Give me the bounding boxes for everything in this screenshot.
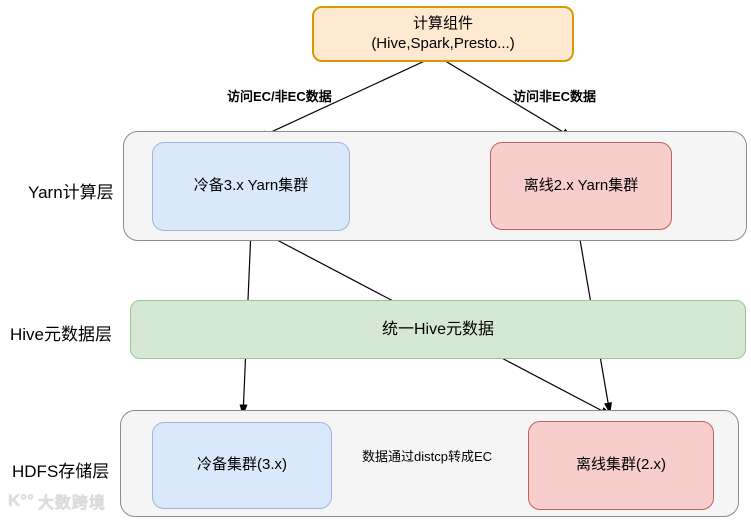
cold-hdfs-cluster-box: 冷备集群(3.x) [152, 422, 332, 509]
offline-hdfs-cluster-box: 离线集群(2.x) [528, 421, 714, 510]
hive-metadata-bar: 统一Hive元数据 [130, 300, 746, 359]
hdfs-layer-label: HDFS存储层 [12, 462, 110, 481]
hive-metadata-layer-label: Hive元数据层 [10, 325, 113, 344]
watermark: K°° 大数跨境 [8, 489, 106, 513]
yarn-layer-label: Yarn计算层 [28, 183, 114, 202]
cold-yarn-cluster-box: 冷备3.x Yarn集群 [152, 142, 350, 231]
offline-yarn-cluster-box: 离线2.x Yarn集群 [490, 142, 672, 230]
watermark-logo-icon: K°° [8, 491, 34, 510]
edge-label-access-ec: 访问EC/非EC数据 [227, 89, 332, 104]
watermark-text: 大数跨境 [37, 495, 106, 512]
compute-components-box: 计算组件 (Hive,Spark,Presto...) [312, 6, 574, 62]
edge-label-access-non-ec: 访问非EC数据 [513, 89, 597, 104]
edge-label-distcp: 数据通过distcp转成EC [362, 449, 493, 464]
compute-box-title: 计算组件 [412, 14, 473, 32]
compute-box-subtitle: (Hive,Spark,Presto...) [371, 35, 515, 52]
